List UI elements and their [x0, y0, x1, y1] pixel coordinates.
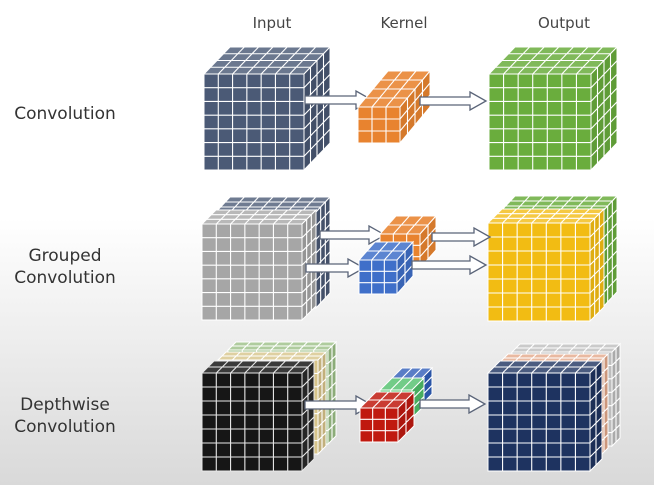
output-cube-convolution — [487, 45, 619, 172]
row-label-convolution: Convolution — [0, 103, 130, 125]
input-cube-convolution — [202, 45, 332, 172]
header-kernel: Kernel — [380, 14, 428, 32]
row-label-depthwise-line2: Convolution — [14, 417, 116, 437]
input-cube-depthwise-front — [200, 359, 316, 473]
arrow-input-to-kernel-grouped-top — [319, 224, 387, 246]
kernel-cube-depthwise-red — [358, 390, 416, 444]
header-output: Output — [537, 14, 591, 32]
arrow-kernel-to-output-convolution — [419, 90, 488, 112]
input-cube-grouped-front — [200, 208, 318, 322]
row-label-depthwise-convolution: Depthwise Convolution — [0, 394, 130, 438]
row-label-grouped-line2: Convolution — [14, 268, 116, 288]
arrow-kernel-to-output-grouped-bottom — [411, 254, 488, 276]
row-label-grouped-line1: Grouped — [28, 246, 102, 266]
arrow-kernel-to-output-depthwise — [419, 393, 487, 415]
kernel-cube-grouped-front — [357, 240, 415, 296]
arrow-input-to-kernel-grouped-bottom — [305, 257, 366, 279]
output-cube-depthwise-front — [486, 359, 604, 473]
row-label-convolution-line1: Convolution — [14, 104, 116, 124]
header-input: Input — [252, 14, 292, 32]
row-label-depthwise-line1: Depthwise — [20, 395, 110, 415]
kernel-cube-convolution — [356, 69, 432, 145]
output-cube-grouped-front — [486, 207, 606, 323]
row-label-grouped-convolution: Grouped Convolution — [0, 245, 130, 289]
arrow-kernel-to-output-grouped-top — [431, 226, 492, 248]
